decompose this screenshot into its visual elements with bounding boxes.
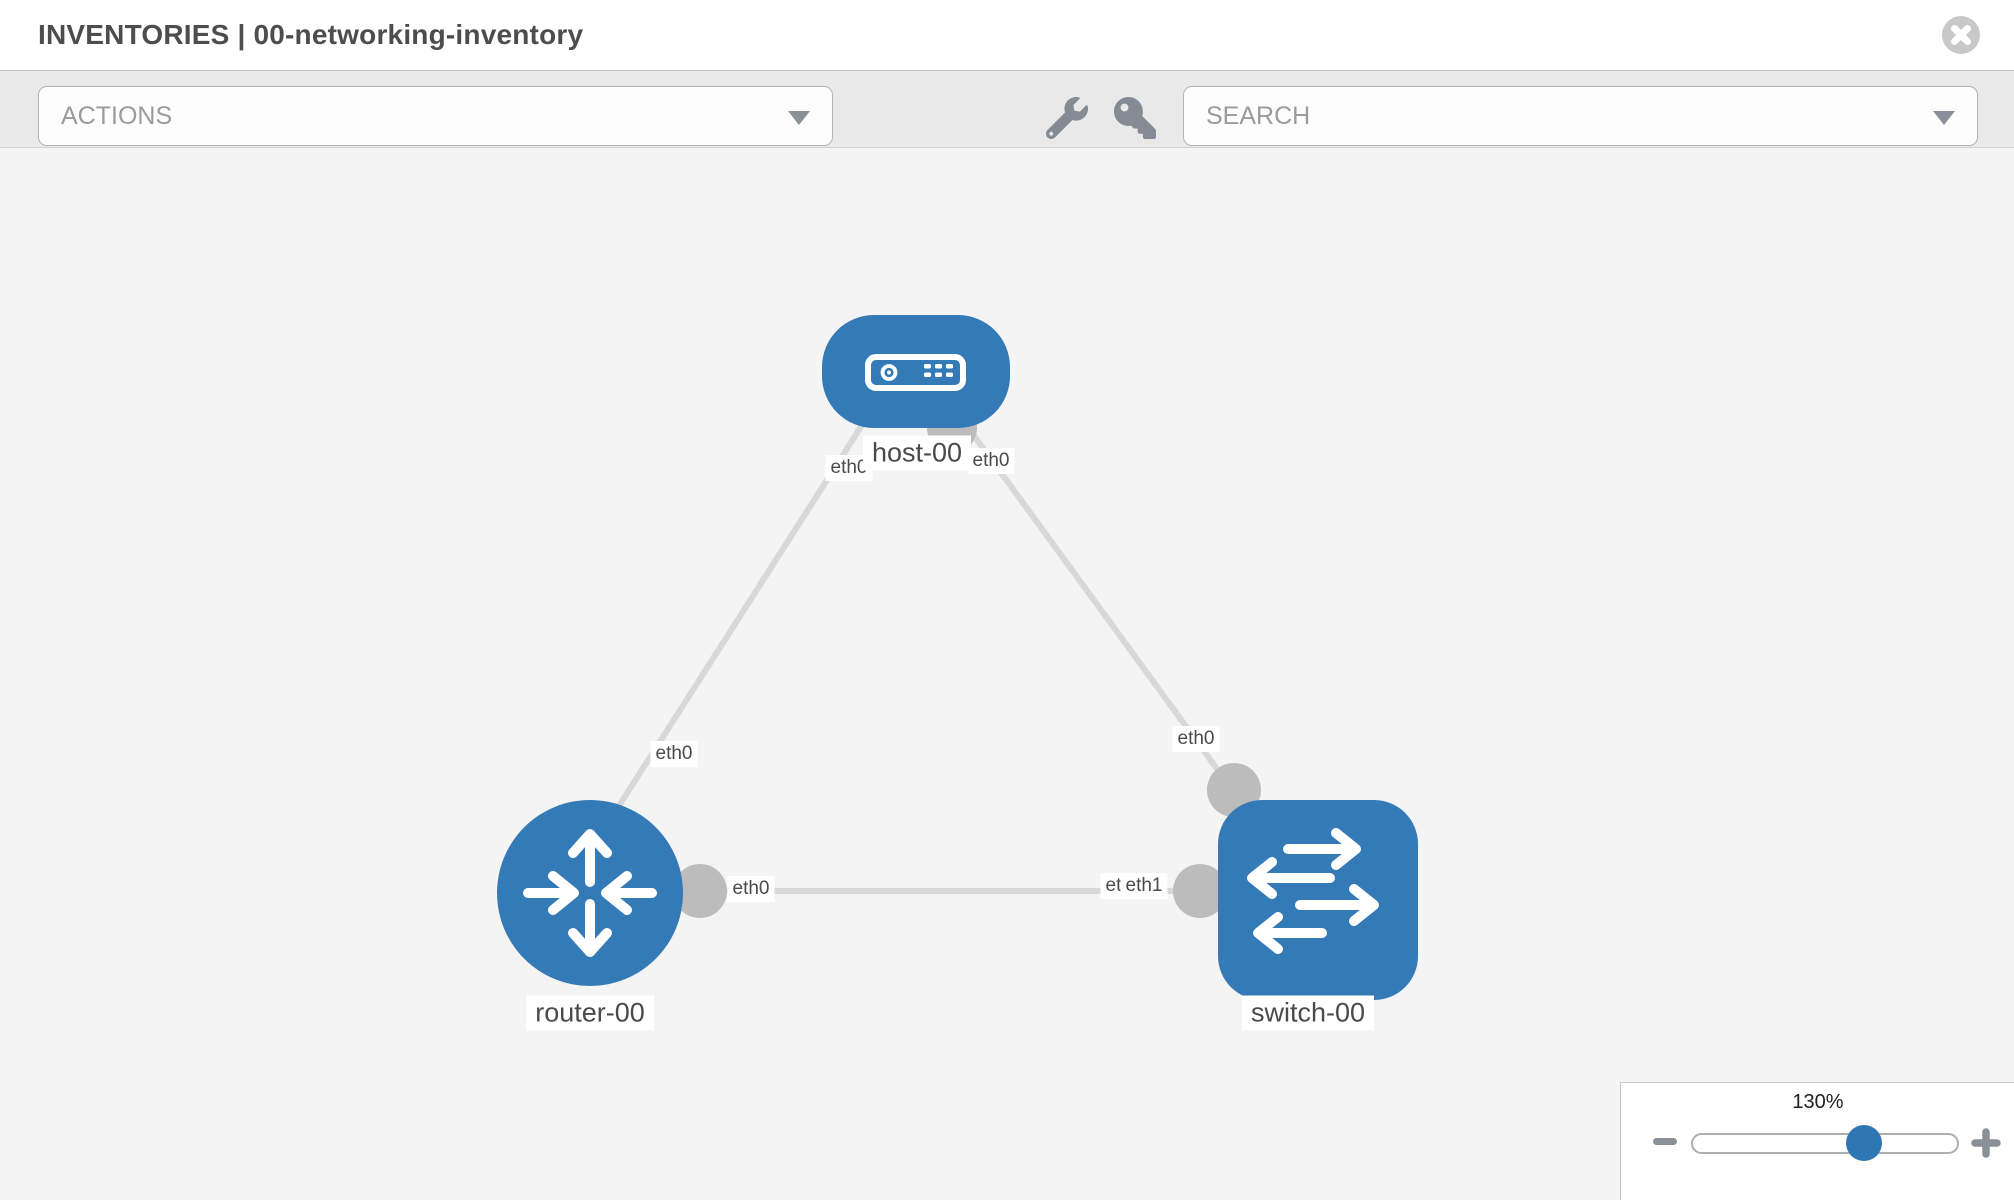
page-title: INVENTORIES | 00-networking-inventory bbox=[38, 19, 584, 50]
chevron-down-icon bbox=[1933, 111, 1955, 125]
tools-button[interactable] bbox=[1045, 97, 1088, 140]
minus-icon bbox=[1653, 1138, 1677, 1145]
close-button[interactable] bbox=[1942, 16, 1980, 54]
node-label-router: router-00 bbox=[526, 995, 654, 1031]
zoom-panel: 130% bbox=[1620, 1082, 2014, 1200]
links-group bbox=[590, 398, 1239, 894]
wrench-icon bbox=[1045, 97, 1088, 140]
interface-connector-switch-left[interactable] bbox=[1173, 864, 1227, 918]
toolbar: ACTIONS bbox=[0, 70, 2014, 148]
zoom-in-button[interactable] bbox=[1968, 1127, 2004, 1159]
zoom-slider-thumb[interactable] bbox=[1846, 1125, 1882, 1161]
node-host-00[interactable] bbox=[822, 315, 1010, 428]
interface-label-link-host-switch: eth0 bbox=[1172, 726, 1220, 752]
key-icon bbox=[1114, 97, 1156, 139]
interface-label-router-side: eth0 bbox=[727, 876, 775, 902]
actions-dropdown[interactable]: ACTIONS bbox=[38, 86, 833, 146]
router-icon bbox=[523, 829, 657, 957]
zoom-slider-track[interactable] bbox=[1691, 1133, 1959, 1154]
node-router-00[interactable] bbox=[497, 800, 683, 986]
plus-icon bbox=[1971, 1128, 2001, 1158]
credentials-button[interactable] bbox=[1114, 97, 1156, 139]
node-switch-00[interactable] bbox=[1218, 800, 1418, 1000]
zoom-out-button[interactable] bbox=[1645, 1127, 1685, 1157]
switch-icon bbox=[1247, 828, 1379, 954]
header: INVENTORIES | 00-networking-inventory bbox=[0, 0, 2014, 70]
search-dropdown[interactable] bbox=[1183, 86, 1978, 146]
node-label-switch: switch-00 bbox=[1241, 995, 1375, 1031]
node-label-host: host-00 bbox=[862, 435, 972, 471]
search-input[interactable] bbox=[1184, 87, 1977, 145]
actions-dropdown-label: ACTIONS bbox=[61, 102, 173, 130]
zoom-level-label: 130% bbox=[1792, 1091, 1844, 1113]
interface-label-switch-side: eth1 bbox=[1120, 873, 1168, 899]
close-icon bbox=[1951, 25, 1971, 45]
interface-label-link-host-router: eth0 bbox=[650, 741, 698, 767]
interface-label-host-right: eth0 bbox=[967, 448, 1015, 474]
connectors-group bbox=[673, 403, 1261, 918]
host-icon bbox=[865, 354, 966, 391]
chevron-down-icon bbox=[788, 111, 810, 125]
interface-connector-router-right[interactable] bbox=[673, 864, 727, 918]
